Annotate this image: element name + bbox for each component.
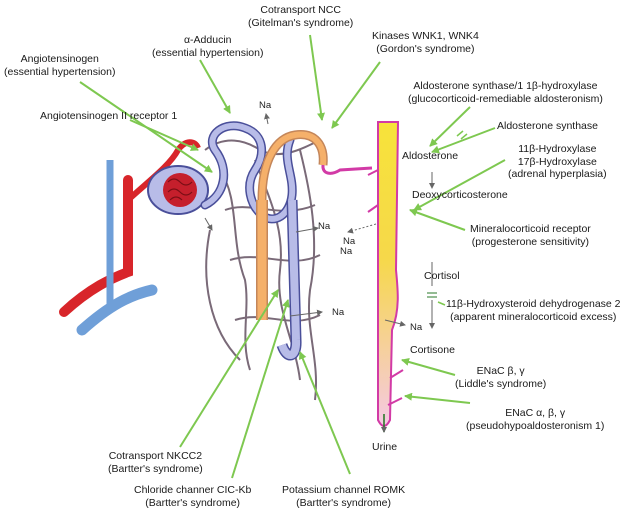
label-line: (Gordon's syndrome)	[376, 42, 475, 55]
collecting-duct	[367, 121, 404, 433]
label-line: Deoxycorticosterone	[412, 189, 508, 201]
label-line: (Bartter's syndrome)	[145, 496, 241, 509]
label-romk: Potassium channel ROMK (Bartter's syndro…	[282, 484, 405, 509]
label-line: ENaC α, β, γ	[505, 407, 566, 419]
label-line: (Bartter's syndrome)	[108, 462, 203, 475]
label-line: Cortisone	[410, 344, 455, 356]
loop-of-henle	[256, 199, 302, 361]
label-hsd11b2: 11β-Hydroxysteroid dehydrogenase 2 (appa…	[446, 298, 621, 323]
label-line: (Bartter's syndrome)	[296, 496, 391, 509]
label-line: Chloride channer CIC-Kb	[134, 484, 252, 496]
label-line: 11β-Hydroxylase	[518, 143, 597, 155]
label-line: Mineralocorticoid receptor	[470, 223, 591, 235]
label-alpha-adducin: α-Adducin (essential hypertension)	[152, 34, 263, 59]
label-line: (Liddle's syndrome)	[455, 377, 547, 390]
label-angiotensinogen: Angiotensinogen (essential hypertension)	[4, 53, 115, 78]
renal-vein	[76, 160, 158, 336]
label-line: 11β-Hydroxysteroid dehydrogenase 2	[446, 298, 621, 310]
glomerulus	[147, 165, 209, 215]
label-aldosterone-synthase: Aldosterone synthase	[497, 120, 598, 133]
label-angiotensin-receptor: Angiotensinogen II receptor 1	[40, 110, 177, 123]
label-line: (adrenal hyperplasia)	[508, 168, 607, 180]
na-label: Na	[318, 221, 331, 232]
label-aldosterone-synthase-1b: Aldosterone synthase/1 1β-hydroxylase (g…	[408, 80, 603, 105]
label-line: (essential hypertension)	[152, 46, 264, 59]
label-line: (essential hypertension)	[4, 65, 116, 78]
label-line: Aldosterone synthase/1 1β-hydroxylase	[413, 80, 598, 92]
label-cortisone: Cortisone	[410, 344, 455, 357]
label-line: Cotransport NCC	[260, 4, 341, 16]
proximal-tubule	[200, 121, 297, 224]
label-mineralocorticoid-receptor: Mineralocorticoid receptor (progesterone…	[470, 223, 591, 248]
label-line: (apparent mineralocorticoid excess)	[450, 310, 617, 323]
label-line: Kinases WNK1, WNK4	[372, 30, 479, 42]
label-kinases-wnk: Kinases WNK1, WNK4 (Gordon's syndrome)	[372, 30, 479, 55]
na-label: Na	[343, 236, 356, 247]
label-line: (pseudohypoaldosteronism 1)	[466, 419, 605, 432]
label-line: Cortisol	[424, 270, 460, 282]
label-cotransport-ncc: Cotransport NCC (Gitelman's syndrome)	[248, 4, 353, 29]
label-hydroxylase-11-17: 11β-Hydroxylase 17β-Hydroxylase (adrenal…	[508, 143, 607, 181]
label-aldosterone: Aldosterone	[402, 150, 458, 163]
renal-artery	[59, 139, 201, 317]
label-nkcc2: Cotransport NKCC2 (Bartter's syndrome)	[108, 450, 203, 475]
label-line: Angiotensinogen II receptor 1	[40, 110, 178, 122]
label-line: 17β-Hydroxylase	[517, 155, 597, 168]
label-line: Cotransport NKCC2	[108, 450, 203, 462]
label-line: α-Adducin	[183, 34, 232, 46]
hormone-flow-arrows	[204, 113, 437, 329]
label-line: Aldosterone synthase	[497, 120, 598, 132]
gene-callout-arrows	[79, 34, 506, 479]
label-enac-alpha-beta-gamma: ENaC α, β, γ (pseudohypoaldosteronism 1)	[466, 407, 604, 432]
na-label: Na	[332, 307, 345, 318]
label-line: Potassium channel ROMK	[282, 484, 406, 496]
na-label: Na	[259, 100, 272, 111]
label-line: ENaC β, γ	[476, 365, 525, 377]
label-clc-kb: Chloride channer CIC-Kb (Bartter's syndr…	[134, 484, 251, 509]
label-urine: Urine	[372, 441, 397, 454]
label-line: (progesterone sensitivity)	[471, 235, 590, 248]
label-line: Angiotensinogen	[20, 53, 99, 65]
label-enac-beta-gamma: ENaC β, γ (Liddle's syndrome)	[455, 365, 546, 390]
distal-tubule	[257, 130, 373, 201]
na-label: Na	[410, 322, 423, 333]
label-cortisol: Cortisol	[424, 270, 460, 283]
label-line: Urine	[372, 441, 398, 453]
label-line: Aldosterone	[402, 150, 459, 162]
na-label: Na	[340, 246, 353, 257]
label-line: (Gitelman's syndrome)	[248, 16, 354, 29]
label-line: (glucocorticoid-remediable aldosteronism…	[408, 92, 603, 105]
label-deoxycorticosterone: Deoxycorticosterone	[412, 189, 508, 202]
